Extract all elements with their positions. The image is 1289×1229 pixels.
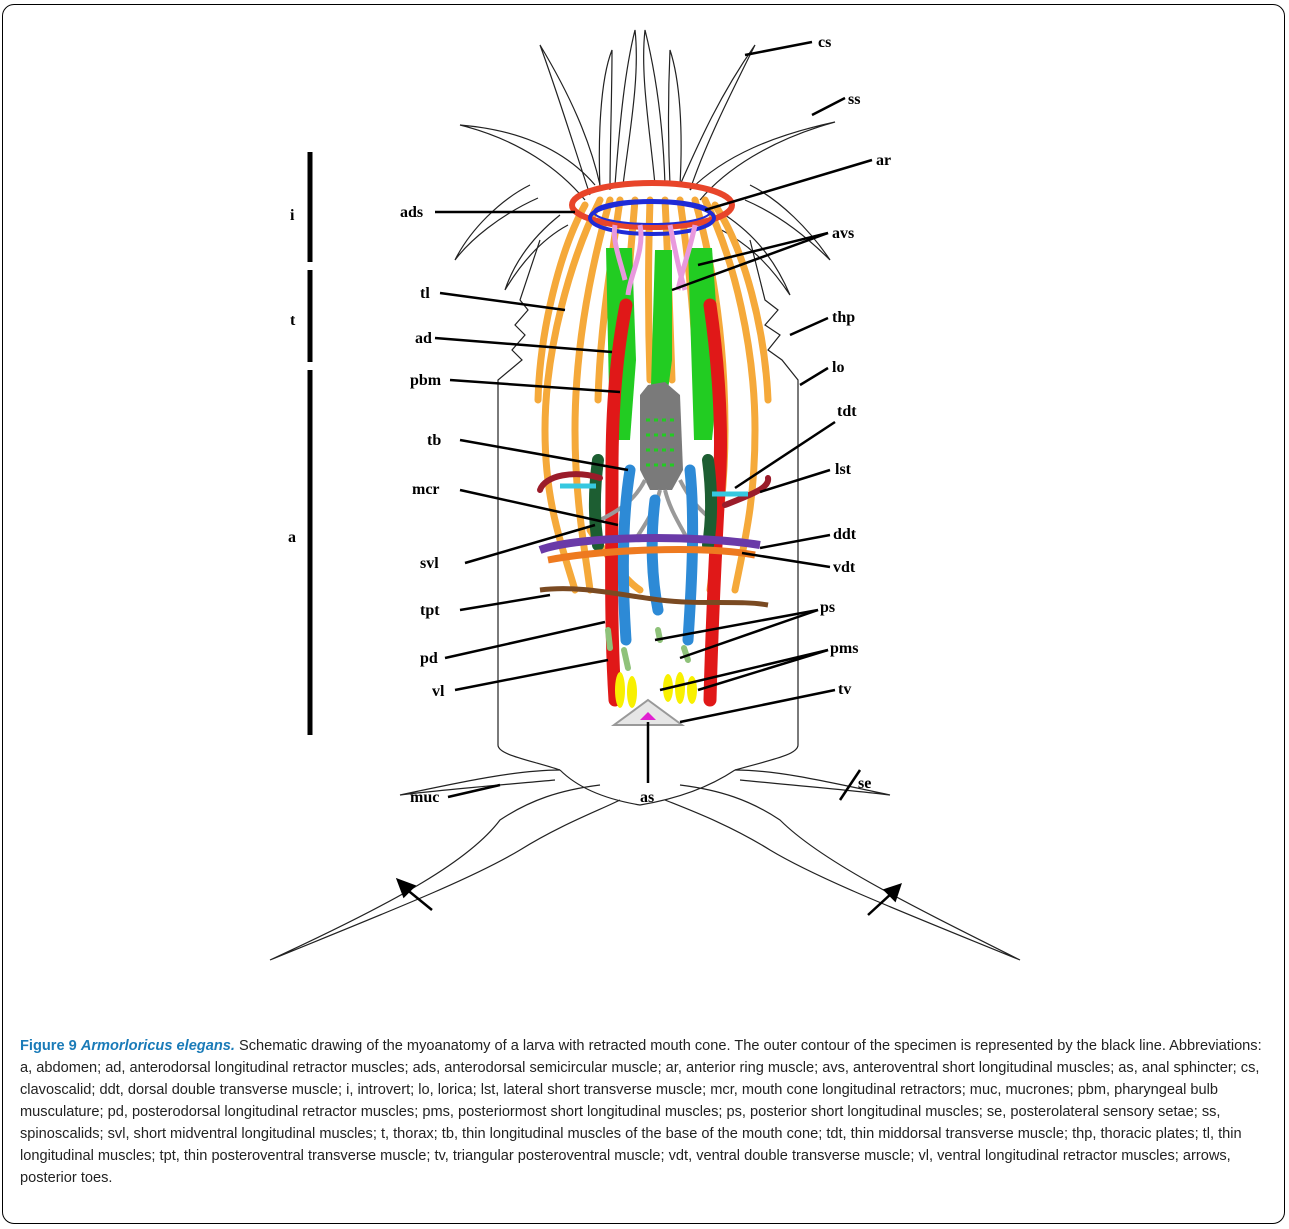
label-ar: ar [876,152,891,169]
label-lo: lo [832,359,844,376]
caption-title: Figure 9 Armorloricus elegans. [20,1038,235,1054]
label-mcr: mcr [412,481,440,498]
region-label-a: a [288,529,296,546]
label-svl: svl [420,555,439,572]
label-vdt: vdt [833,559,856,576]
label-ss: ss [848,91,860,108]
label-lst: lst [835,461,852,478]
region-label-i: i [290,207,295,224]
region-label-t: t [290,312,296,329]
label-avs: avs [832,225,854,242]
label-ddt: ddt [833,526,857,543]
myoanatomy-drawing: i t a [0,0,1289,1030]
caption-species: Armorloricus elegans. [81,1038,235,1054]
label-tpt: tpt [420,602,440,619]
caption-figure-number: Figure 9 [20,1038,77,1054]
label-tdt: tdt [837,403,857,420]
label-pms: pms [830,640,858,657]
label-pbm: pbm [410,372,442,389]
posterior-toe-arrows [398,880,900,915]
label-pd: pd [420,650,438,667]
figure-caption: Figure 9 Armorloricus elegans. Schematic… [20,1035,1270,1189]
label-vl: vl [432,683,445,700]
label-se: se [858,775,871,792]
label-tl: tl [420,285,430,302]
label-ad: ad [415,330,432,347]
label-ads: ads [400,204,423,221]
posteriormost-short-longitudinal-muscles [615,672,697,708]
label-tv: tv [838,681,851,698]
label-tb: tb [427,432,441,449]
arrow-right [868,893,892,915]
label-cs: cs [818,34,831,51]
outer-contour [270,30,1020,960]
label-thp: thp [832,309,855,326]
label-ps: ps [820,599,835,616]
label-as: as [640,789,654,806]
caption-description: Schematic drawing of the myoanatomy of a… [20,1038,1262,1186]
label-muc: muc [410,789,439,806]
